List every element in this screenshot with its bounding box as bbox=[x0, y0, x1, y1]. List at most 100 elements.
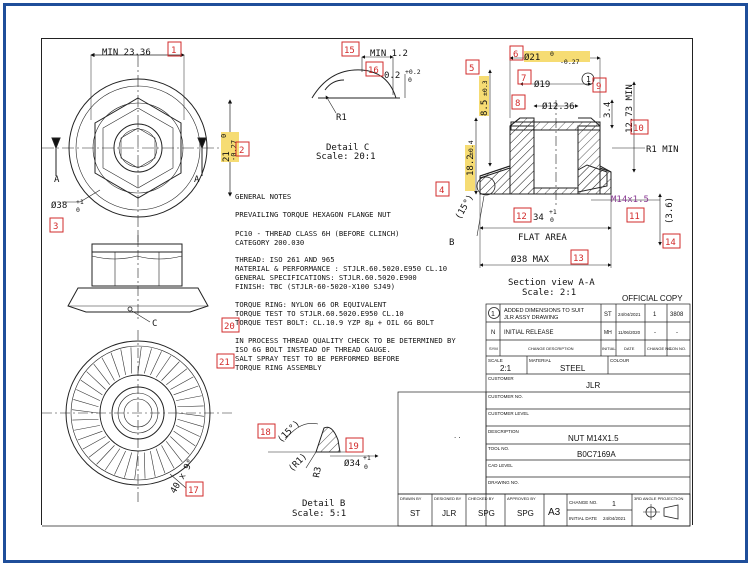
description-label: DESCRIPTION bbox=[488, 429, 519, 434]
serration-line bbox=[82, 436, 106, 450]
balloon: 6 bbox=[509, 45, 524, 61]
dim-m14: M14x1.5 bbox=[611, 195, 649, 205]
dim-diameter-12-36: Ø12.36 bbox=[542, 101, 575, 112]
detail-b-angle: (15°) bbox=[276, 419, 302, 445]
notes-heading: GENERAL NOTES bbox=[235, 192, 291, 201]
serration-line bbox=[161, 445, 175, 469]
serration-line bbox=[104, 448, 121, 471]
detail-b-r1: (R1) bbox=[287, 452, 309, 474]
dim-angle-15: (15°) bbox=[454, 193, 476, 221]
serration-line bbox=[166, 441, 183, 463]
serration-line bbox=[143, 348, 152, 374]
note-line: MATERIAL & PERFORMANCE : STJLR.60.5020.E… bbox=[235, 264, 447, 273]
initial-date-label: INITIAL DATE bbox=[569, 516, 597, 521]
customer-value: JLR bbox=[586, 381, 600, 390]
serration-line bbox=[177, 405, 204, 408]
serration-line bbox=[155, 355, 172, 378]
drawing-no-label: DRAWING NO. bbox=[488, 480, 519, 485]
note-line: TORQUE TEST TO STJLR.60.5020.E950 CL.10 bbox=[235, 309, 404, 318]
dim-0-2-zero: 0 bbox=[408, 76, 412, 84]
hdr-change: CHANGE NO. bbox=[647, 346, 672, 351]
serration-line bbox=[175, 395, 202, 401]
revN-conv: - bbox=[676, 330, 678, 336]
svg-text:13: 13 bbox=[573, 254, 584, 264]
scale-value: 2:1 bbox=[500, 364, 512, 373]
serration-line bbox=[88, 441, 110, 458]
dim-3-4: 3.4 bbox=[603, 102, 613, 118]
svg-text:20: 20 bbox=[224, 322, 235, 332]
serration-line bbox=[155, 448, 166, 474]
svg-text:10: 10 bbox=[633, 124, 644, 134]
detail-b-diameter-34-tol: +1 bbox=[363, 454, 371, 462]
balloon: 5 bbox=[465, 59, 480, 75]
tool-no-label: TOOL NO. bbox=[488, 446, 509, 451]
note-line: FINISH: TBC (STJLR-60-5020-X100 SJ49) bbox=[235, 282, 395, 291]
section-view-scale: Scale: 2:1 bbox=[522, 288, 576, 298]
svg-text:1: 1 bbox=[171, 46, 176, 56]
hdr-desc: CHANGE DESCRIPTION bbox=[528, 346, 574, 351]
description-value: NUT M14X1.5 bbox=[568, 434, 619, 443]
official-copy-stamp: OFFICIAL COPY bbox=[622, 294, 683, 303]
rev-circle-1: 1 bbox=[586, 75, 591, 84]
dim-34-zero: 0 bbox=[550, 216, 554, 224]
svg-text:2: 2 bbox=[239, 146, 244, 156]
svg-text:9: 9 bbox=[596, 82, 601, 92]
inspection-balloons: 1 2 3 4 5 6 7 8 9 10 11 12 13 14 15 16 1… bbox=[49, 41, 681, 497]
detail-b-diameter-34: Ø34 bbox=[344, 458, 360, 469]
balloon: 8 bbox=[511, 94, 526, 110]
dim-21-tolerance: -0.27 bbox=[230, 140, 238, 161]
svg-text:14: 14 bbox=[665, 238, 676, 248]
approved-by-value: SPG bbox=[517, 509, 534, 518]
dim-34-tol: +1 bbox=[549, 208, 557, 216]
serration-line bbox=[177, 412, 204, 417]
detail-c-title: Detail C bbox=[326, 143, 369, 153]
balloon: 19 bbox=[345, 437, 364, 453]
svg-text:16: 16 bbox=[368, 66, 379, 76]
hdr-conv: CON NO. bbox=[669, 346, 686, 351]
balloon: 4 bbox=[435, 181, 450, 197]
dim-21-zero: 0 bbox=[220, 134, 228, 138]
serration-line bbox=[177, 418, 203, 427]
serration-line bbox=[137, 347, 142, 374]
top-view-labels: MIN 23.36 21 -0.27 0 Ø38 +1 0 A A bbox=[51, 48, 239, 214]
drawn-by-label: DRAWN BY bbox=[400, 496, 422, 501]
detail-c bbox=[311, 55, 406, 114]
highlight-21-section bbox=[524, 51, 590, 62]
detail-b-r3: R3 bbox=[312, 466, 324, 478]
note-line: PC10 - THREAD CLASS 6H (BEFORE CLINCH) bbox=[235, 229, 399, 238]
drawing-sheet bbox=[41, 38, 693, 525]
designed-by-label: DESIGNED BY bbox=[434, 496, 462, 501]
section-mark-left: A bbox=[54, 175, 60, 185]
serration-line bbox=[96, 445, 115, 465]
rev1-sym: 1 bbox=[491, 311, 495, 318]
serration-line bbox=[170, 376, 194, 390]
svg-text:8: 8 bbox=[515, 99, 520, 109]
serration-line bbox=[93, 363, 110, 385]
revN-change: - bbox=[654, 330, 656, 336]
tool-no-value: B0C7169A bbox=[577, 450, 616, 459]
revN-date: 11/06/2020 bbox=[618, 330, 641, 335]
dim-34: 34 bbox=[533, 213, 544, 223]
serration-line bbox=[161, 361, 180, 381]
detail-b-marker: B bbox=[449, 238, 454, 248]
dim-12-73-min: 12.73 MIN bbox=[625, 84, 635, 133]
balloon: 21 bbox=[216, 353, 235, 369]
customer-no-label: CUSTOMER NO. bbox=[488, 394, 523, 399]
svg-text:3: 3 bbox=[53, 222, 58, 232]
side-view bbox=[67, 232, 209, 323]
note-line: ISO 6G BOLT INSTEAD OF THREAD GAUGE. bbox=[235, 345, 391, 354]
dim-min-1-2: MIN 1.2 bbox=[370, 49, 408, 59]
rev1-initial: ST bbox=[604, 312, 612, 318]
note-line: TORQUE RING: NYLON 66 OR EQUIVALENT bbox=[235, 300, 387, 309]
serration-line bbox=[173, 430, 196, 447]
balloon: 18 bbox=[257, 423, 276, 439]
serration-line bbox=[114, 450, 126, 475]
revN-sym: N bbox=[491, 330, 495, 336]
balloon: 10 bbox=[630, 119, 649, 135]
svg-text:4: 4 bbox=[439, 186, 444, 196]
highlight-8-5 bbox=[479, 76, 489, 116]
designed-by-value: JLR bbox=[442, 509, 456, 518]
revN-desc: INITIAL RELEASE bbox=[504, 330, 553, 336]
svg-text:12: 12 bbox=[516, 212, 527, 222]
